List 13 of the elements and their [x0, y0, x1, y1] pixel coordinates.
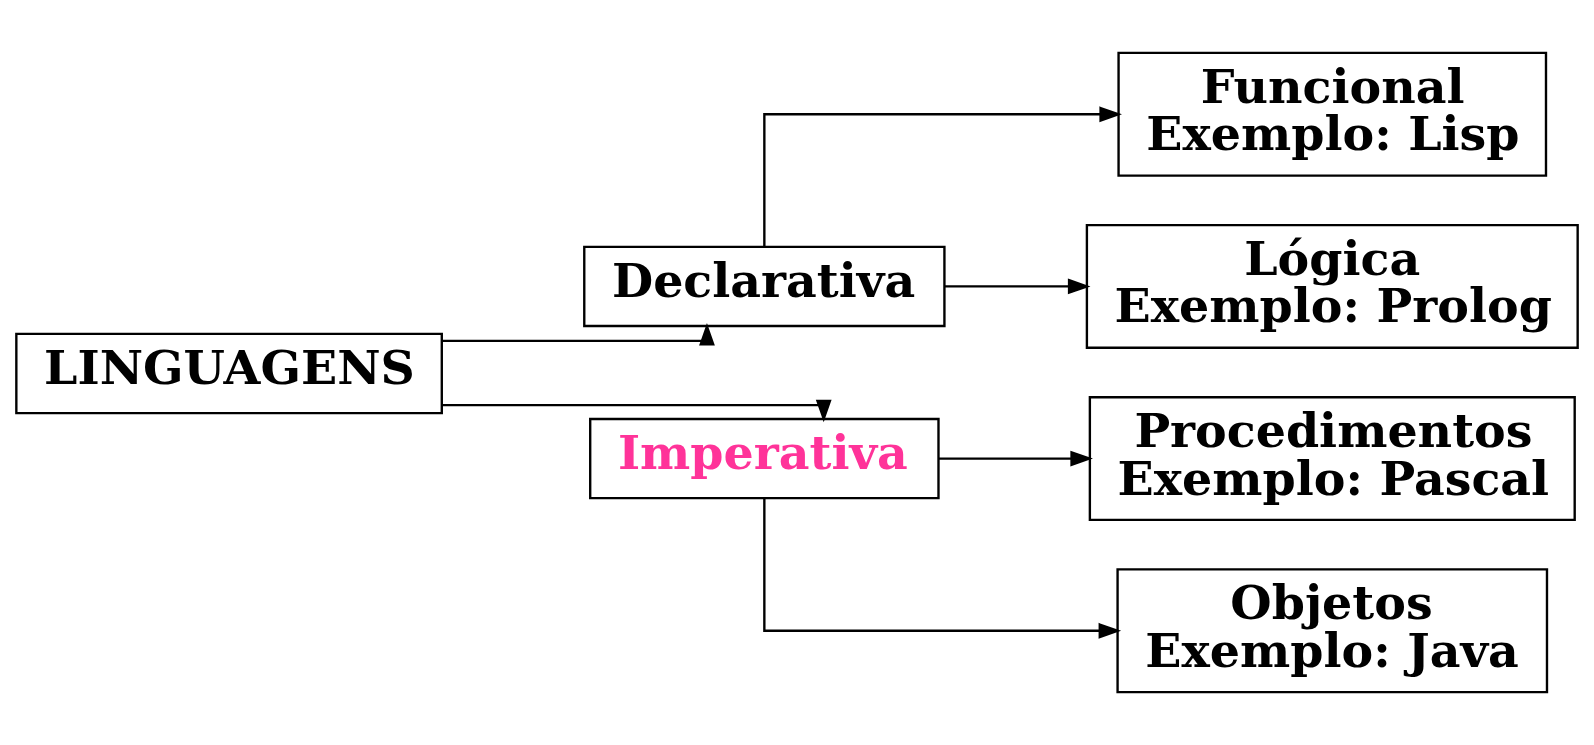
arrow — [944, 278, 1091, 295]
arrow — [442, 399, 832, 423]
node-box: Procedimentos Exemplo: Pascal — [1088, 396, 1576, 522]
arrow — [938, 450, 1093, 467]
node-box: LINGUAGENS — [15, 332, 443, 415]
node-box: Lógica Exemplo: Prolog — [1085, 223, 1579, 349]
arrow — [763, 498, 1122, 639]
node-box: Objetos Exemplo: Java — [1116, 568, 1549, 694]
node-box: Declarativa — [583, 245, 946, 328]
arrow — [763, 106, 1122, 247]
node-box: Funcional Exemplo: Lisp — [1117, 51, 1548, 177]
arrow — [442, 322, 715, 346]
node-box: Imperativa — [589, 417, 940, 500]
